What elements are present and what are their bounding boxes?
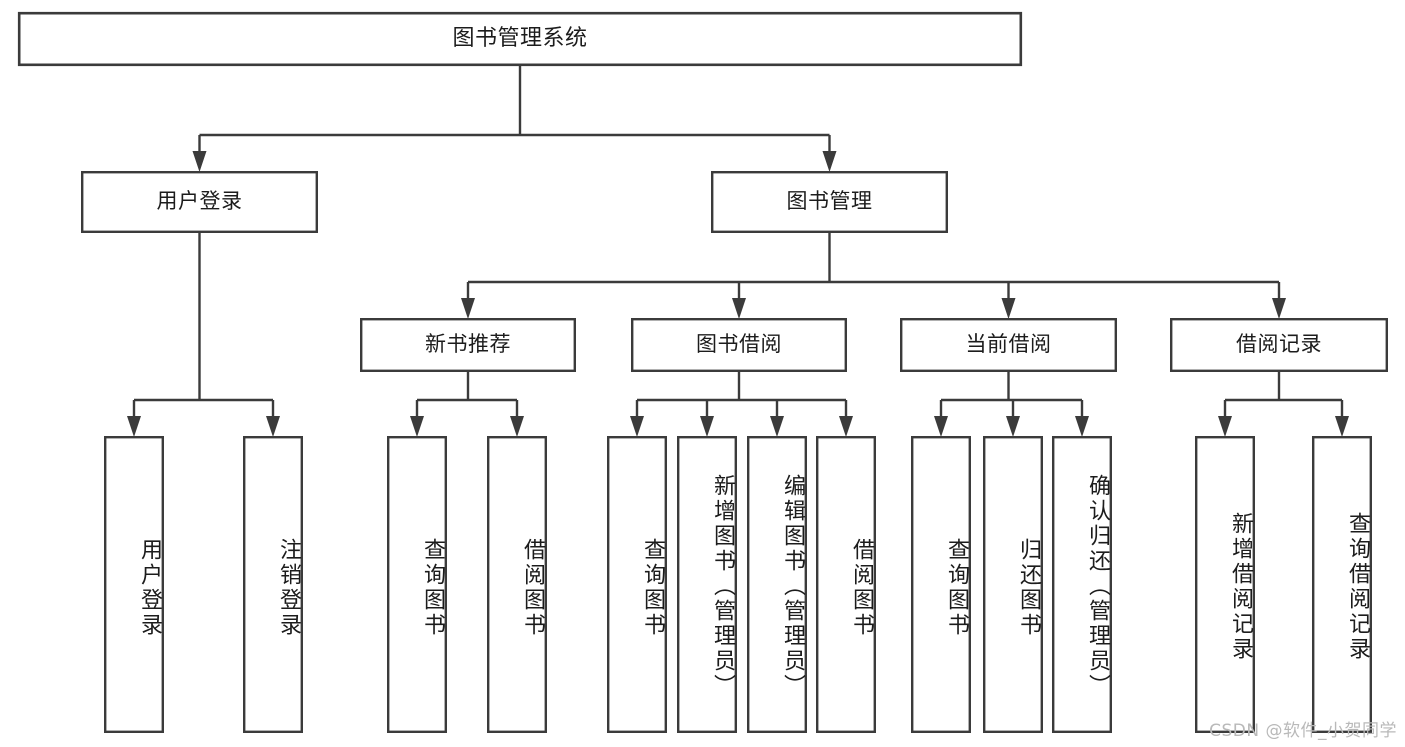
arrow-head-leaf-user-logout (266, 416, 280, 437)
node-box-leaf-query-book-borrow[interactable] (607, 436, 668, 734)
arrow-head-book-borrow (732, 298, 746, 319)
connector-layer (127, 66, 1349, 437)
arrow-head-leaf-borrow-book (839, 416, 853, 437)
node-box-leaf-query-book-current[interactable] (911, 436, 972, 734)
arrow-head-leaf-confirm-return-admin (1075, 416, 1089, 437)
arrow-head-leaf-return-book (1006, 416, 1020, 437)
node-box-leaf-confirm-return-admin[interactable] (1051, 436, 1112, 734)
node-box-layer (17, 11, 1388, 734)
node-box-book-management[interactable] (711, 170, 949, 233)
arrow-head-leaf-query-book-current (934, 416, 948, 437)
node-box-leaf-borrow-book[interactable] (816, 436, 877, 734)
node-box-leaf-add-borrow-record[interactable] (1194, 436, 1255, 734)
node-box-leaf-edit-book-admin[interactable] (747, 436, 808, 734)
arrow-head-leaf-edit-book-admin (770, 416, 784, 437)
node-box-borrow-record[interactable] (1169, 318, 1388, 373)
arrow-head-leaf-add-borrow-record (1218, 416, 1232, 437)
arrow-head-leaf-query-borrow-record (1335, 416, 1349, 437)
arrow-head-current-borrow (1001, 298, 1016, 319)
node-box-leaf-user-logout[interactable] (242, 436, 303, 734)
arrow-head-leaf-borrow-book-rec (510, 416, 524, 437)
arrow-head-leaf-user-login (127, 416, 141, 437)
node-box-leaf-user-login[interactable] (103, 436, 164, 734)
node-box-user-login[interactable] (80, 170, 319, 233)
arrow-head-book-management (822, 151, 837, 172)
arrow-head-leaf-add-book-admin (700, 416, 714, 437)
node-box-leaf-add-book-admin[interactable] (677, 436, 738, 734)
node-box-root[interactable] (17, 11, 1023, 67)
node-box-leaf-borrow-book-rec[interactable] (487, 436, 548, 734)
watermark-text: CSDN @软件_小贺同学 (1209, 721, 1397, 741)
arrow-head-borrow-record (1272, 298, 1286, 319)
arrow-head-new-book-recommend (461, 298, 475, 319)
node-box-leaf-query-book-rec[interactable] (387, 436, 448, 734)
node-box-current-borrow[interactable] (900, 318, 1118, 373)
arrow-head-user-login (192, 151, 207, 172)
arrow-head-leaf-query-book-borrow (630, 416, 644, 437)
node-box-new-book-recommend[interactable] (360, 318, 577, 373)
node-box-leaf-query-borrow-record[interactable] (1311, 436, 1372, 734)
node-box-leaf-return-book[interactable] (983, 436, 1044, 734)
node-box-book-borrow[interactable] (631, 318, 848, 373)
arrow-head-leaf-query-book-rec (410, 416, 424, 437)
